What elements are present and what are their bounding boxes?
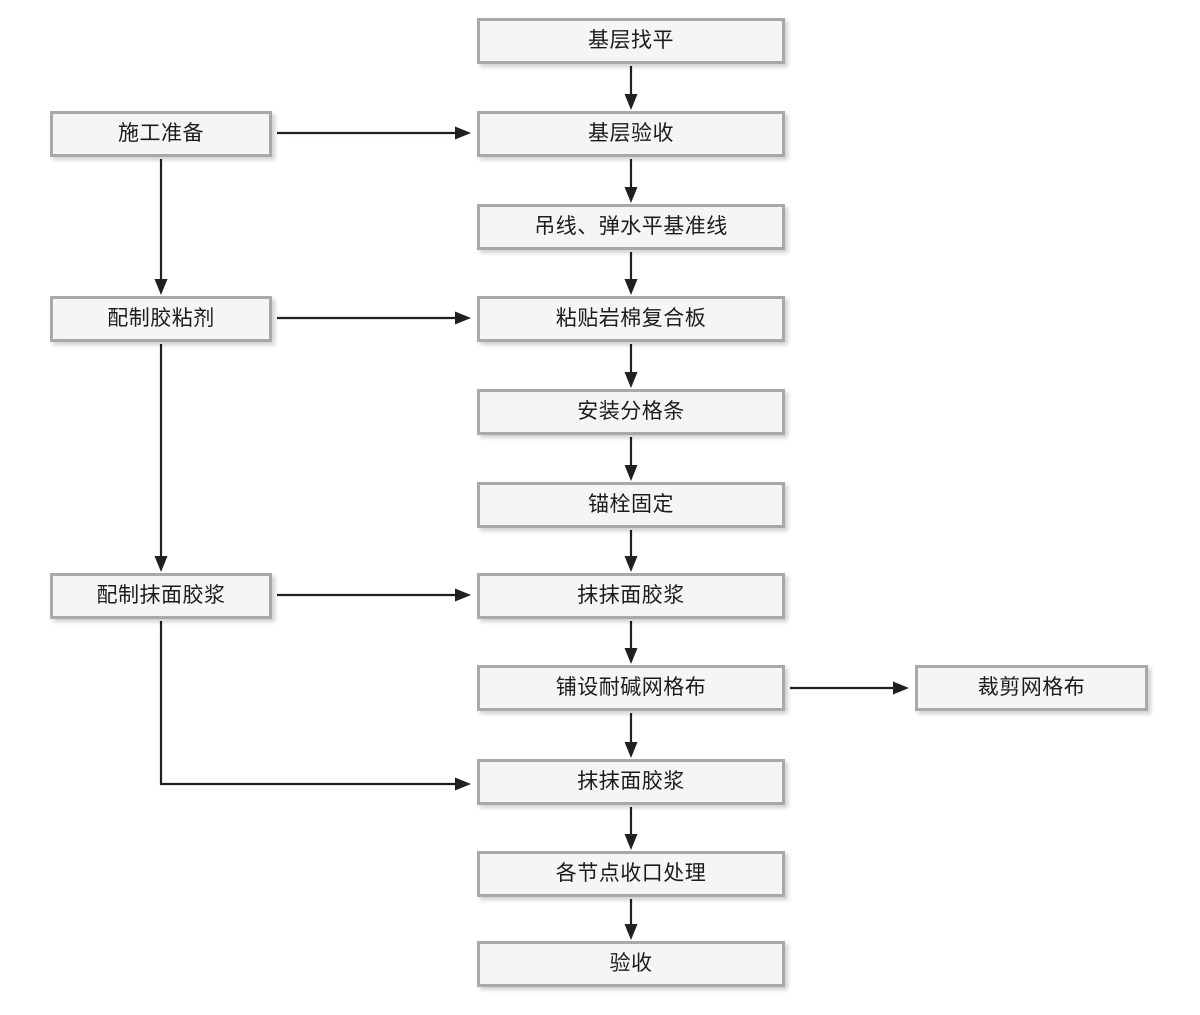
edge-mix-plaster-to-plaster-2 (159, 621, 471, 791)
node-mix-plaster[interactable]: 配制抹面胶浆 (50, 573, 272, 619)
edge-mix-plaster-to-plaster-1 (277, 588, 471, 602)
node-base-accept[interactable]: 基层验收 (477, 111, 785, 157)
edge-mix-adhesive-to-paste-board (277, 311, 471, 325)
edge-anchor-fix-to-plaster-1 (624, 530, 638, 572)
edge-prep-to-base-accept (277, 126, 471, 140)
edge-prep-to-mix-adhesive (154, 159, 168, 295)
node-prep[interactable]: 施工准备 (50, 111, 272, 157)
edge-lay-mesh-to-plaster-2 (624, 713, 638, 758)
node-mix-plaster-label: 配制抹面胶浆 (96, 583, 226, 607)
node-plaster-2[interactable]: 抹抹面胶浆 (477, 759, 785, 805)
node-paste-board-label: 粘贴岩棉复合板 (555, 306, 707, 330)
node-anchor-fix-label: 锚栓固定 (588, 492, 674, 516)
edge-base-accept-to-line-marking (624, 159, 638, 203)
node-paste-board[interactable]: 粘贴岩棉复合板 (477, 296, 785, 342)
edge-lay-mesh-to-cut-mesh (790, 681, 909, 695)
node-cut-mesh[interactable]: 裁剪网格布 (915, 665, 1148, 711)
node-anchor-fix[interactable]: 锚栓固定 (477, 482, 785, 528)
node-base-accept-label: 基层验收 (588, 121, 674, 145)
node-cut-mesh-label: 裁剪网格布 (977, 675, 1086, 699)
edge-paste-board-to-install-strip (624, 344, 638, 388)
node-plaster-2-label: 抹抹面胶浆 (577, 769, 685, 793)
node-acceptance[interactable]: 验收 (477, 941, 785, 987)
node-acceptance-label: 验收 (609, 951, 653, 975)
edge-install-strip-to-anchor-fix (624, 437, 638, 481)
node-lay-mesh-label: 铺设耐碱网格布 (555, 675, 707, 699)
node-leveling-label: 基层找平 (588, 28, 674, 52)
node-install-strip[interactable]: 安装分格条 (477, 389, 785, 435)
node-mix-adhesive-label: 配制胶粘剂 (107, 306, 215, 330)
node-line-marking-label: 吊线、弹水平基准线 (534, 214, 728, 238)
edge-node-finish-to-acceptance (624, 899, 638, 940)
edge-plaster-1-to-lay-mesh (624, 621, 638, 664)
node-plaster-1-label: 抹抹面胶浆 (577, 583, 685, 607)
node-prep-label: 施工准备 (118, 121, 204, 145)
node-plaster-1[interactable]: 抹抹面胶浆 (477, 573, 785, 619)
node-leveling[interactable]: 基层找平 (477, 18, 785, 64)
node-node-finish-label: 各节点收口处理 (555, 861, 707, 885)
node-mix-adhesive[interactable]: 配制胶粘剂 (50, 296, 272, 342)
node-line-marking[interactable]: 吊线、弹水平基准线 (477, 204, 785, 250)
edge-line-marking-to-paste-board (624, 252, 638, 295)
node-lay-mesh[interactable]: 铺设耐碱网格布 (477, 665, 785, 711)
edge-mix-adhesive-to-mix-plaster (154, 344, 168, 572)
edge-leveling-to-base-accept (624, 66, 638, 110)
edge-plaster-2-to-node-finish (624, 807, 638, 850)
node-install-strip-label: 安装分格条 (577, 399, 685, 423)
node-node-finish[interactable]: 各节点收口处理 (477, 851, 785, 897)
